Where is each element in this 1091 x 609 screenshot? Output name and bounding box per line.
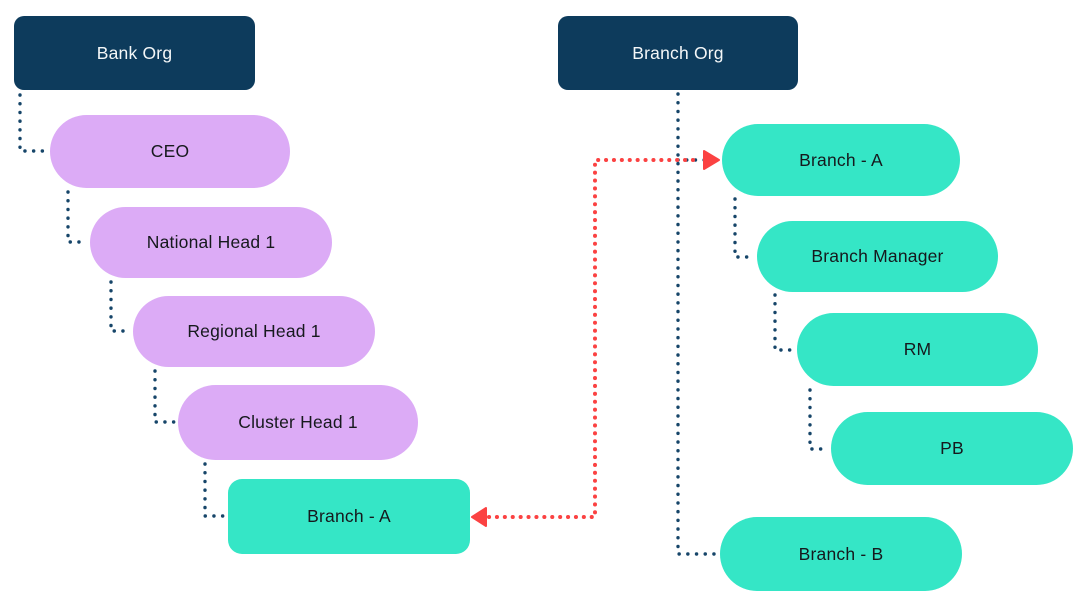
node-rm[interactable]: RM	[797, 313, 1038, 386]
node-branch-manager[interactable]: Branch Manager	[757, 221, 998, 292]
node-branch-a-branchorg[interactable]: Branch - A	[722, 124, 960, 196]
cross-link-arrow-left-icon	[471, 507, 487, 527]
node-branch-a-bank[interactable]: Branch - A	[228, 479, 470, 554]
connector-regionalhead-clusterhead	[153, 369, 176, 424]
cross-link-arrow-right-icon	[703, 150, 720, 170]
node-pb[interactable]: PB	[831, 412, 1073, 485]
node-cluster-head-1[interactable]: Cluster Head 1	[178, 385, 418, 460]
connector-bankorg-ceo	[18, 93, 48, 153]
connector-clusterhead-brancha	[203, 462, 226, 518]
connector-branchorg-trunk	[676, 92, 718, 556]
connector-branchmanager-rm	[773, 293, 795, 352]
node-bank-org[interactable]: Bank Org	[14, 16, 255, 90]
connector-rm-pb	[808, 388, 829, 451]
connector-nationalhead-regionalhead	[109, 280, 131, 333]
cross-link-line	[487, 158, 702, 519]
node-regional-head-1[interactable]: Regional Head 1	[133, 296, 375, 367]
connector-brancha-branchmanager	[733, 197, 755, 259]
connector-ceo-nationalhead	[66, 190, 88, 244]
node-branch-org[interactable]: Branch Org	[558, 16, 798, 90]
node-ceo[interactable]: CEO	[50, 115, 290, 188]
node-national-head-1[interactable]: National Head 1	[90, 207, 332, 278]
node-branch-b[interactable]: Branch - B	[720, 517, 962, 591]
